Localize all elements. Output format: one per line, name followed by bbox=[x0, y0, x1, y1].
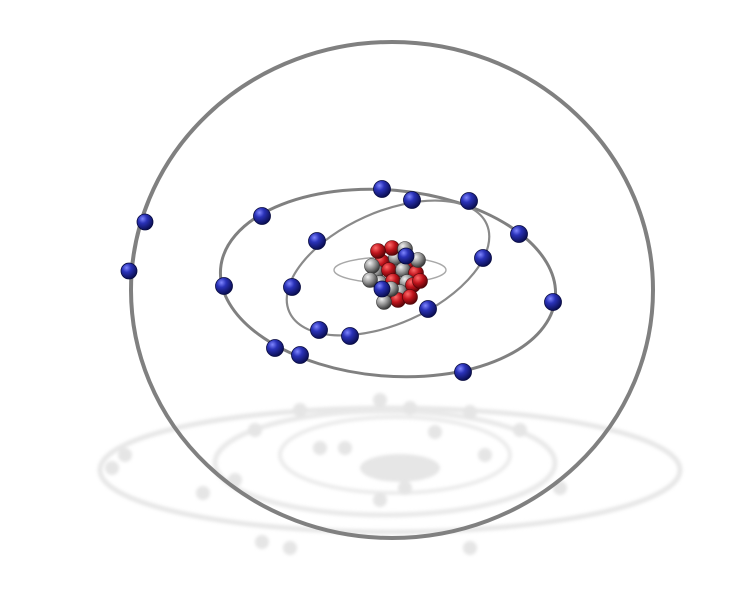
shell-2-orbit bbox=[285, 199, 491, 337]
electron bbox=[460, 192, 478, 210]
proton bbox=[412, 273, 428, 289]
neutron bbox=[362, 272, 378, 288]
electron bbox=[253, 207, 271, 225]
electron bbox=[266, 339, 284, 357]
electron bbox=[454, 363, 472, 381]
electron bbox=[283, 278, 301, 296]
electron bbox=[215, 277, 233, 295]
proton bbox=[384, 240, 400, 256]
electron bbox=[120, 262, 138, 280]
outer-shell-orbit bbox=[129, 40, 655, 540]
electron bbox=[419, 300, 437, 318]
electron bbox=[544, 293, 562, 311]
electron bbox=[510, 225, 528, 243]
neutron bbox=[364, 258, 380, 274]
electron bbox=[341, 327, 359, 345]
electron bbox=[403, 191, 421, 209]
electron bbox=[373, 180, 391, 198]
proton bbox=[402, 289, 418, 305]
floor-reflection bbox=[97, 393, 683, 555]
electron bbox=[136, 213, 154, 231]
proton bbox=[370, 243, 386, 259]
electrons bbox=[120, 180, 562, 381]
nucleus bbox=[362, 240, 428, 310]
electron bbox=[310, 321, 328, 339]
electron bbox=[474, 249, 492, 267]
electron bbox=[397, 247, 415, 265]
electron bbox=[373, 280, 391, 298]
electron bbox=[291, 346, 309, 364]
electron bbox=[308, 232, 326, 250]
